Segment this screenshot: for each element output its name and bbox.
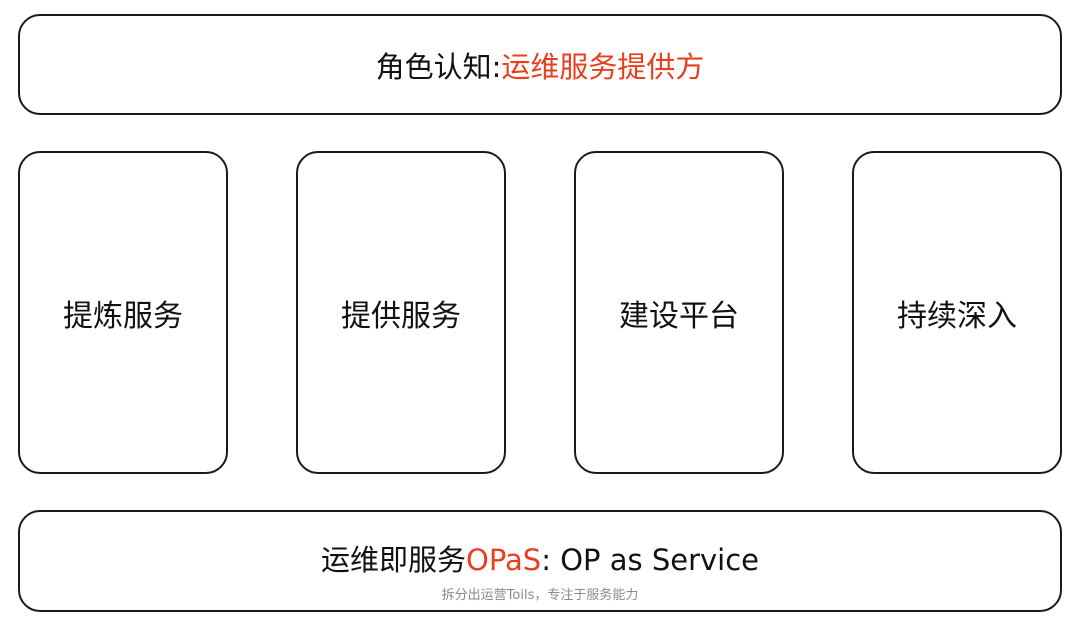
opas-banner: 运维即服务OPaS: OP as Service 拆分出运营Toils，专注于服… [18, 510, 1062, 612]
pillar-refine-service: 提炼服务 [18, 151, 228, 474]
opas-caption: 拆分出运营Toils，专注于服务能力 [441, 588, 639, 603]
opas-title-suffix: : OP as Service [541, 543, 760, 577]
pillar-label: 持续深入 [897, 298, 1017, 334]
pillar-label: 建设平台 [619, 298, 739, 334]
role-banner: 角色认知: 运维服务提供方 [18, 14, 1062, 115]
pillar-build-platform: 建设平台 [574, 151, 784, 474]
opas-title-prefix: 运维即服务 [320, 543, 466, 577]
opas-title-highlight: OPaS [466, 543, 542, 577]
role-banner-highlight: 运维服务提供方 [501, 49, 705, 84]
pillar-continuous-deepen: 持续深入 [852, 151, 1062, 474]
pillar-label: 提供服务 [341, 298, 461, 334]
opas-title: 运维即服务OPaS: OP as Service [20, 540, 1060, 580]
role-banner-label: 角色认知: [375, 49, 502, 84]
pillar-label: 提炼服务 [63, 298, 183, 334]
pillar-provide-service: 提供服务 [296, 151, 506, 474]
